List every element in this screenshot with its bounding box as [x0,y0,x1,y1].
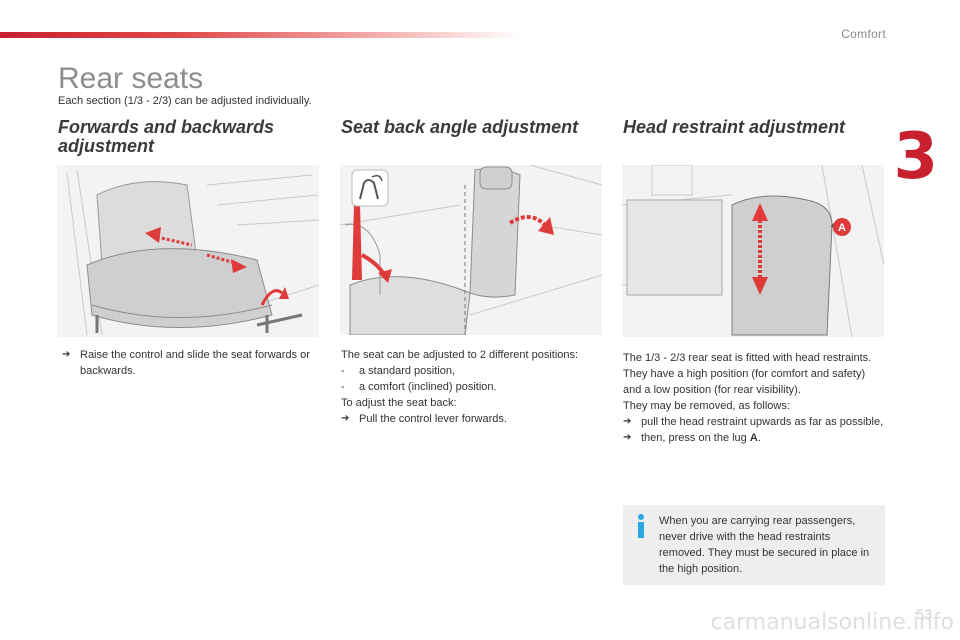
dash-marker: - [341,365,345,377]
headrest-instructions: The 1/3 - 2/3 rear seat is fitted with h… [623,350,885,446]
lug-callout-label: A [838,222,846,234]
position-comfort: a comfort (inclined) position. [359,381,497,393]
seatback-intro: The seat can be adjusted to 2 different … [341,349,579,361]
lug-suffix: . [757,432,761,444]
arrow-bullet-icon: ➔ [341,413,350,424]
chapter-number: 3 [893,120,938,194]
forwards-step: Raise the control and slide the seat for… [80,349,310,377]
page-number: 53 [916,606,932,622]
seatback-instruction: To adjust the seat back: [341,397,457,409]
list-item: ➔ Raise the control and slide the seat f… [62,347,312,379]
info-text: When you are carrying rear passengers, n… [659,515,870,575]
arrow-bullet-icon: ➔ [623,432,632,443]
heading-forwards-backwards: Forwards and backwards adjustment [58,117,275,156]
list-item: ➔ then, press on the lug A. [623,430,885,446]
head-restraint-illustration: A [622,165,884,337]
headrest-step-2: then, press on the lug A. [641,430,761,446]
arrow-bullet-icon: ➔ [62,349,71,360]
headrest-step-2-text: then, press on the lug [641,432,747,444]
page-title: Rear seats [58,62,204,95]
info-icon [638,514,644,538]
section-name: Comfort [841,27,886,41]
headrest-para-1: The 1/3 - 2/3 rear seat is fitted with h… [623,352,872,364]
header-accent-bar [0,32,520,38]
seat-slide-illustration [57,165,319,337]
headrest-para-3: They may be removed, as follows: [623,400,790,412]
info-box: When you are carrying rear passengers, n… [623,505,885,585]
heading-seat-back-angle: Seat back angle adjustment [341,117,579,137]
seatback-instructions: The seat can be adjusted to 2 different … [341,347,603,427]
dash-marker: - [341,381,345,393]
page-intro: Each section (1/3 - 2/3) can be adjusted… [58,95,312,107]
watermark: carmanualsonline.info [710,610,954,635]
headrest-step-1: pull the head restraint upwards as far a… [641,416,884,428]
seatback-step: Pull the control lever forwards. [359,413,507,425]
list-item: ➔ Pull the control lever forwards. [341,411,603,427]
headrest-para-2: They have a high position (for comfort a… [623,368,866,396]
list-item: - a standard position, [341,363,603,379]
heading-head-restraint: Head restraint adjustment [623,117,846,137]
forwards-instructions: ➔ Raise the control and slide the seat f… [62,347,312,379]
seat-back-angle-illustration [340,165,602,335]
list-item: ➔ pull the head restraint upwards as far… [623,414,885,430]
list-item: - a comfort (inclined) position. [341,379,603,395]
lug-label: A [749,432,758,444]
position-standard: a standard position, [359,365,456,377]
arrow-bullet-icon: ➔ [623,416,632,427]
